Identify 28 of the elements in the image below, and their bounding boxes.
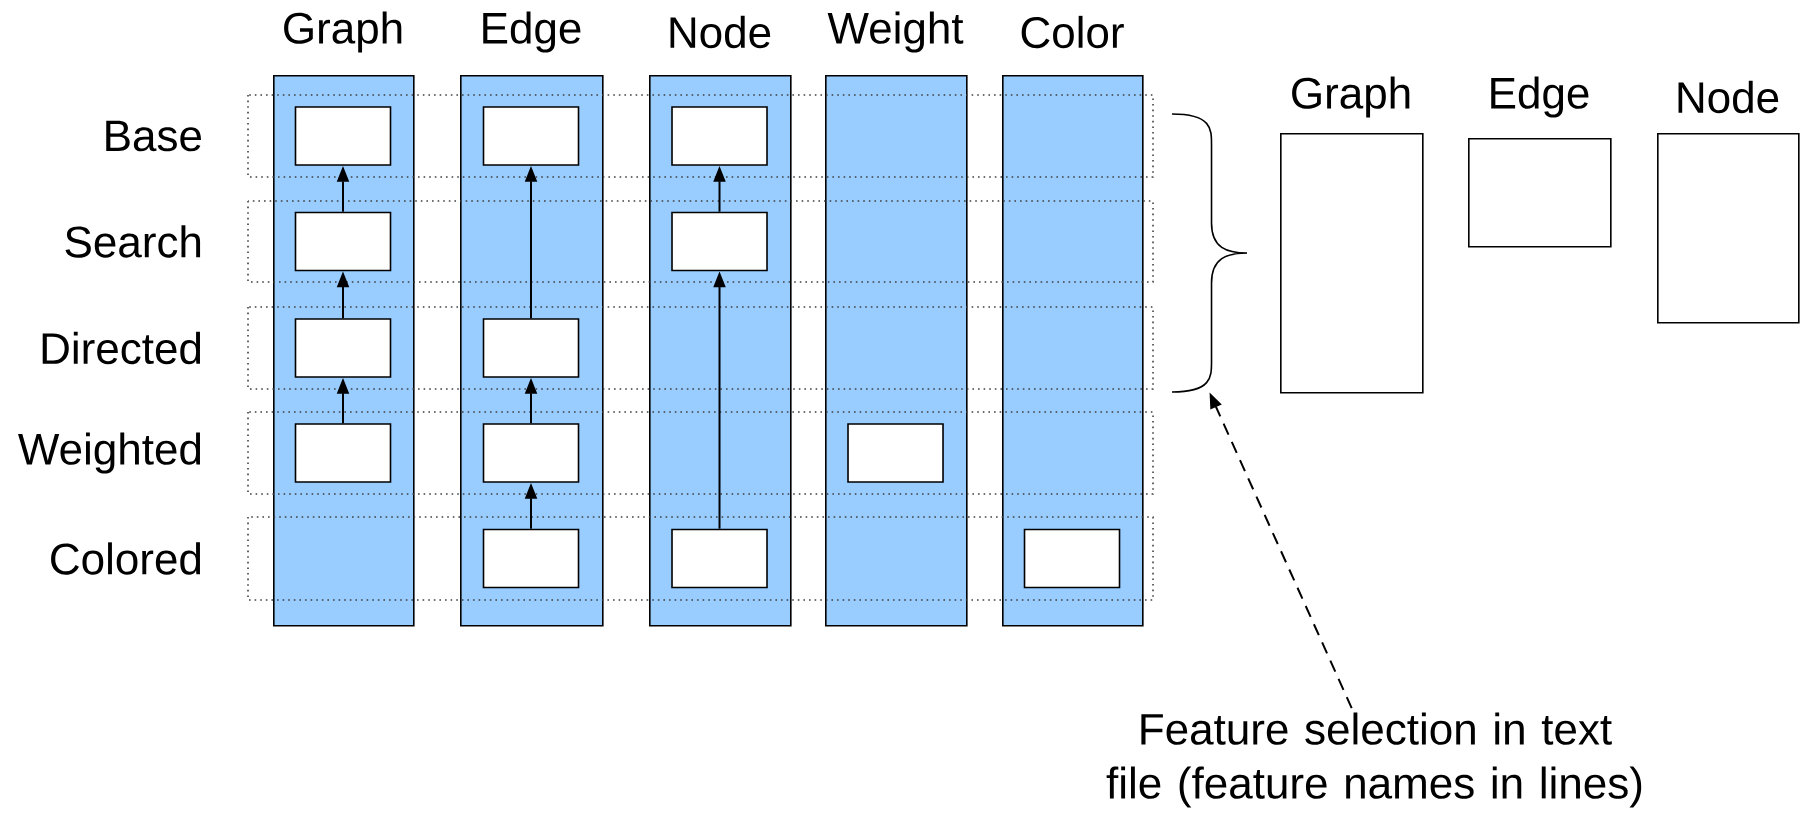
feature-box (482, 106, 580, 166)
panel-heading: Node (1678, 80, 1779, 114)
feature-box (482, 528, 580, 589)
brace (1171, 113, 1248, 393)
feature-box (482, 318, 580, 378)
column-heading: Weight (827, 11, 964, 53)
feature-box (294, 106, 392, 166)
row-label: Colored (51, 542, 201, 575)
column-heading: Color (1021, 15, 1124, 49)
note-text: Feature selection in text file (feature names in lines) (1106, 712, 1642, 808)
row-label: Base (106, 120, 201, 152)
row-label: Search (65, 225, 201, 258)
feature-box (847, 423, 944, 483)
column-heading: Graph (284, 11, 402, 53)
panel-heading: Edge (1491, 76, 1589, 118)
feature-box (294, 318, 392, 378)
feature-box (482, 423, 580, 483)
feature-box (294, 423, 392, 483)
row-label: Directed (42, 331, 201, 365)
feature-box (1023, 528, 1121, 589)
row-label: Weighted (18, 432, 201, 474)
feature-box (294, 211, 392, 272)
panel-heading: Graph (1292, 76, 1410, 118)
feature-box (671, 106, 768, 166)
feature-box (671, 528, 768, 589)
feature-box (671, 211, 768, 272)
column-heading: Edge (483, 11, 581, 53)
column-heading: Node (670, 15, 771, 49)
